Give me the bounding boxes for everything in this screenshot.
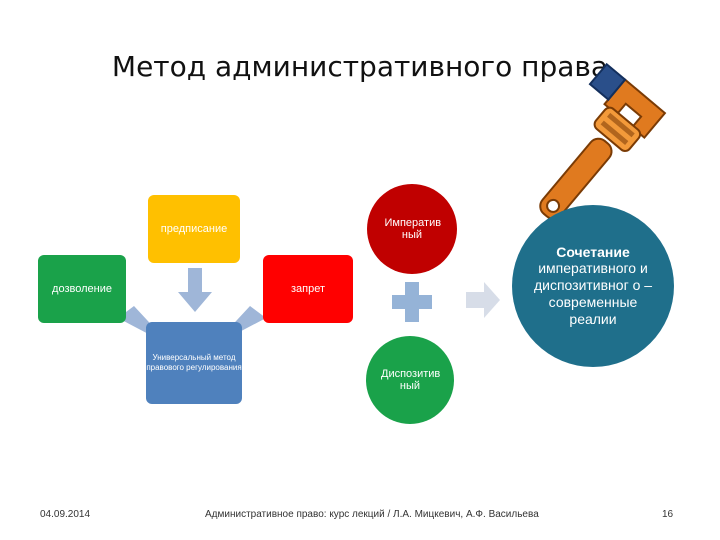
box-predpisanie: предписание (148, 195, 240, 263)
slide-title: Метод административного права (111, 50, 609, 83)
footer-date: 04.09.2014 (40, 509, 91, 520)
footer-page-number: 16 (662, 509, 674, 520)
box-zapret: запрет (263, 255, 353, 323)
circle-sochetanie-body: императивного и диспозитивног о – соврем… (533, 260, 653, 327)
circle-imperativ: Императив ный (367, 184, 457, 274)
circle-dispozitiv-label: Диспозитив ный (381, 368, 441, 392)
circle-imperativ-label: Императив ный (384, 217, 442, 241)
box-dozvolenie: дозволение (38, 255, 126, 323)
box-predpisanie-label: предписание (160, 223, 228, 235)
plus-icon (392, 282, 432, 322)
circle-sochetanie: Сочетание императивного и диспозитивног … (512, 205, 674, 367)
right-arrow-icon (466, 282, 500, 318)
footer-source: Административное право: курс лекций / Л.… (205, 509, 539, 520)
down-arrow-icon (178, 268, 212, 312)
box-universal: Универсальный метод правового регулирова… (146, 322, 242, 404)
box-universal-label: Универсальный метод правового регулирова… (146, 353, 242, 372)
box-dozvolenie-label: дозволение (52, 283, 112, 295)
circle-sochetanie-heading: Сочетание (556, 244, 630, 260)
box-zapret-label: запрет (290, 283, 326, 295)
circle-dispozitiv: Диспозитив ный (366, 336, 454, 424)
